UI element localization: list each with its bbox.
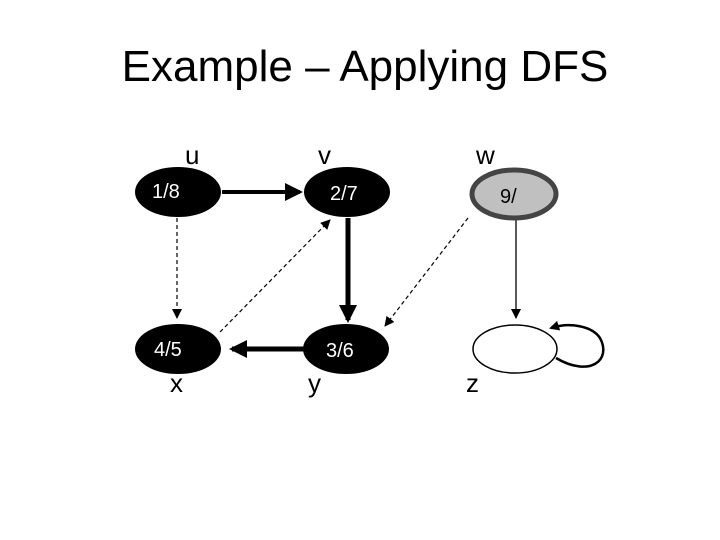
vertex-v: 2/7 — [304, 167, 390, 217]
edge-x-v — [219, 219, 331, 333]
vertex-y-times: 3/6 — [326, 340, 354, 362]
edge-z-self-loop — [549, 320, 605, 368]
vertex-name-w: w — [475, 140, 495, 170]
vertex-u-times: 1/8 — [152, 181, 180, 203]
vertex-name-y: y — [308, 368, 321, 398]
vertex-name-v: v — [318, 140, 331, 170]
vertex-y: 3/6 — [303, 324, 389, 374]
vertex-w-times: 9/ — [500, 186, 517, 208]
vertex-x-times: 4/5 — [154, 339, 182, 361]
edge-w-y — [384, 217, 469, 327]
vertex-name-z: z — [466, 368, 479, 398]
vertex-w: 9/ — [469, 167, 559, 221]
vertex-u: 1/8 — [135, 167, 221, 217]
slide-title: Example – Applying DFS — [121, 42, 609, 91]
vertex-x: 4/5 — [135, 324, 221, 374]
vertex-name-x: x — [170, 368, 183, 398]
vertex-name-u: u — [185, 140, 199, 170]
vertex-v-times: 2/7 — [330, 183, 358, 205]
vertex-z — [472, 324, 558, 374]
